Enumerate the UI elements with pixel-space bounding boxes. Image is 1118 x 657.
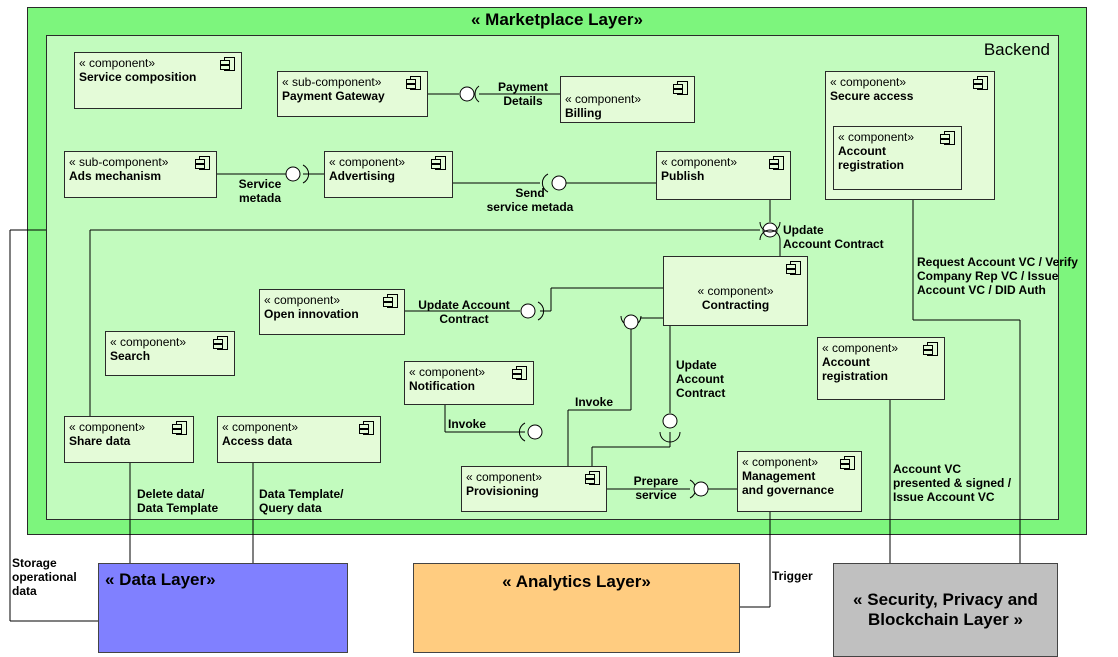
component-icon [172, 421, 187, 435]
component-name: Share data [69, 434, 131, 448]
stereotype-label: « component» [830, 75, 907, 89]
component-icon [585, 471, 600, 485]
payment-interface-socket [474, 85, 480, 103]
component-icon [431, 156, 446, 170]
stereotype-label: « component» [409, 365, 486, 379]
stereotype-label: « sub-component» [282, 75, 382, 89]
component-share-data[interactable]: « component» Share data [64, 416, 194, 463]
stereotype-label: « component» [79, 56, 156, 70]
component-icon [673, 81, 688, 95]
component-icon [769, 156, 784, 170]
stereotype-label: « component» [69, 420, 146, 434]
payment-interface-ball [459, 86, 475, 102]
component-icon [359, 421, 374, 435]
stereotype-label: « component» [110, 335, 187, 349]
component-icon [213, 336, 228, 350]
component-notification[interactable]: « component» Notification [404, 361, 534, 405]
component-icon [512, 366, 527, 380]
component-icon [940, 131, 955, 145]
label-payment-details: Payment Details [497, 80, 549, 108]
component-name: Service composition [79, 70, 197, 84]
component-ads-mechanism[interactable]: « sub-component» Ads mechanism [64, 151, 217, 198]
component-payment-gateway[interactable]: « sub-component» Payment Gateway [277, 71, 428, 117]
stereotype-label: « component» [264, 293, 341, 307]
component-name: Secure access [830, 89, 914, 103]
component-icon [786, 261, 801, 275]
component-name: Contracting [701, 298, 770, 312]
label-prepare-service: Prepare service [633, 474, 679, 502]
analytics-layer[interactable]: « Analytics Layer» [413, 563, 740, 653]
component-name: Account registration [838, 144, 905, 172]
component-billing[interactable]: « component» Billing [560, 76, 695, 123]
stereotype-label: « component» [697, 284, 774, 298]
prepare-service-ball [693, 481, 709, 497]
backend-title: Backend [983, 40, 1050, 59]
component-contracting[interactable]: « component» Contracting [663, 256, 808, 326]
update-contract-mid-ball [662, 413, 678, 429]
component-name: Search [110, 349, 151, 363]
component-icon [220, 57, 235, 71]
component-icon [406, 76, 421, 90]
stereotype-label: « component» [329, 155, 406, 169]
component-icon [973, 76, 988, 90]
marketplace-layer-title: « Marketplace Layer» [471, 10, 643, 29]
stereotype-label: « component» [742, 455, 819, 469]
security-privacy-blockchain-layer[interactable]: « Security, Privacy and Blockchain Layer… [833, 563, 1058, 657]
component-search[interactable]: « component» Search [105, 331, 235, 376]
component-icon [840, 456, 855, 470]
component-name: Provisioning [466, 484, 539, 498]
component-name: Notification [409, 379, 475, 393]
invoke-lower-ball [527, 424, 543, 440]
component-name: Advertising [329, 169, 396, 183]
label-update-contract-mid: Update Account Contract [676, 358, 726, 400]
label-update-contract-top: Update Account Contract [783, 223, 884, 251]
component-icon [195, 156, 210, 170]
label-trigger: Trigger [772, 569, 813, 583]
data-layer[interactable]: « Data Layer» [98, 563, 348, 653]
component-publish[interactable]: « component» Publish [656, 151, 791, 200]
label-storage-operational-data: Storage operational data [12, 556, 77, 598]
label-invoke-lower: Invoke [448, 417, 487, 431]
label-send-service-metada: Send service metada [486, 186, 574, 214]
component-name: Access data [222, 434, 293, 448]
component-icon [923, 342, 938, 356]
component-service-composition[interactable]: « component» Service composition [74, 52, 242, 109]
invoke-upper-ball [623, 314, 639, 330]
label-delete-data: Delete data/ Data Template [137, 487, 219, 515]
security-layer-title: « Security, Privacy and Blockchain Layer… [853, 590, 1038, 629]
stereotype-label: « sub-component» [69, 155, 169, 169]
label-account-vc: Account VC presented & signed / Issue Ac… [893, 462, 1012, 504]
service-metada-ball [285, 166, 301, 182]
component-name: Management and governance [742, 469, 835, 497]
label-invoke-upper: Invoke [575, 395, 614, 409]
stereotype-label: « component» [565, 92, 642, 106]
data-layer-title: « Data Layer» [105, 570, 216, 589]
stereotype-label: « component» [838, 130, 915, 144]
component-name: Publish [661, 169, 705, 183]
stereotype-label: « component» [661, 155, 738, 169]
component-access-data[interactable]: « component» Access data [217, 416, 381, 463]
update-contract-open-ball [520, 303, 536, 319]
component-advertising[interactable]: « component» Advertising [324, 151, 453, 198]
component-icon [383, 294, 398, 308]
component-name: Account registration [822, 355, 889, 383]
label-request-account-vc: Request Account VC / Verify Company Rep … [917, 255, 1078, 297]
component-account-registration-inner[interactable]: « component» Account registration [833, 126, 962, 190]
component-name: Billing [565, 106, 602, 120]
label-data-template-query: Data Template/ Query data [259, 487, 344, 515]
stereotype-label: « component» [822, 341, 899, 355]
component-name: Payment Gateway [282, 89, 385, 103]
analytics-layer-title: « Analytics Layer» [502, 572, 651, 591]
label-update-contract-open: Update Account Contract [418, 298, 510, 326]
component-management-and-governance[interactable]: « component» Management and governance [737, 451, 862, 512]
component-name: Ads mechanism [69, 169, 162, 183]
component-open-innovation[interactable]: « component» Open innovation [259, 289, 405, 335]
component-name: Open innovation [264, 307, 359, 321]
stereotype-label: « component» [466, 470, 543, 484]
component-provisioning[interactable]: « component» Provisioning [461, 466, 607, 512]
component-account-registration[interactable]: « component» Account registration [817, 337, 945, 400]
label-service-metada: Service metada [238, 177, 282, 205]
stereotype-label: « component» [222, 420, 299, 434]
